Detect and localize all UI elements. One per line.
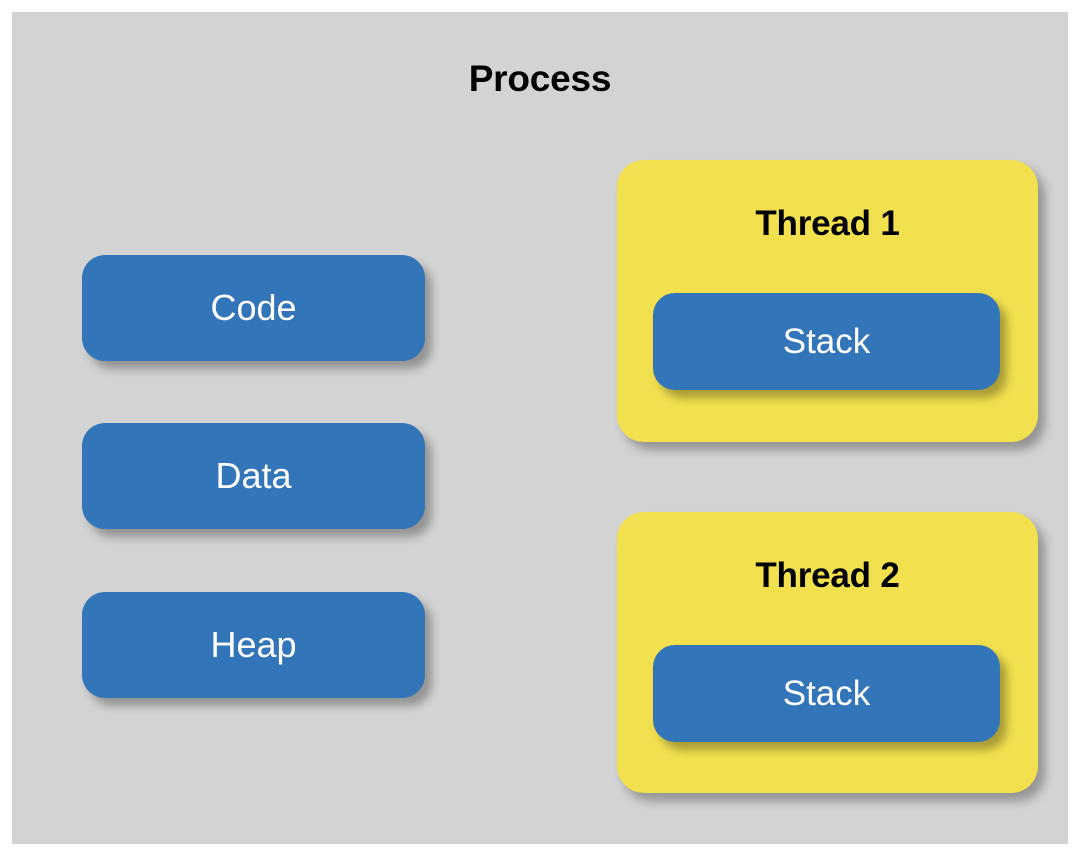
thread-stack-label: Stack [782,322,871,361]
thread-title: Thread 1 [755,204,900,243]
thread-stack-box[interactable]: Stack [653,645,1000,742]
memory-segment-heap[interactable]: Heap [82,592,425,698]
thread-stack-label: Stack [782,674,871,713]
memory-segment-label: Heap [210,624,297,665]
process-container: Process Code Data Heap Thread 1 Stack Th… [12,12,1068,844]
memory-segment-code[interactable]: Code [82,255,425,361]
thread-stack-box[interactable]: Stack [653,293,1000,390]
memory-segment-label: Data [215,455,292,496]
thread-container-2[interactable]: Thread 2 Stack [617,512,1038,793]
thread-container-1[interactable]: Thread 1 Stack [617,160,1038,442]
memory-segment-label: Code [210,287,297,328]
memory-segment-data[interactable]: Data [82,423,425,529]
thread-title: Thread 2 [755,556,900,595]
page-title: Process [468,58,612,99]
